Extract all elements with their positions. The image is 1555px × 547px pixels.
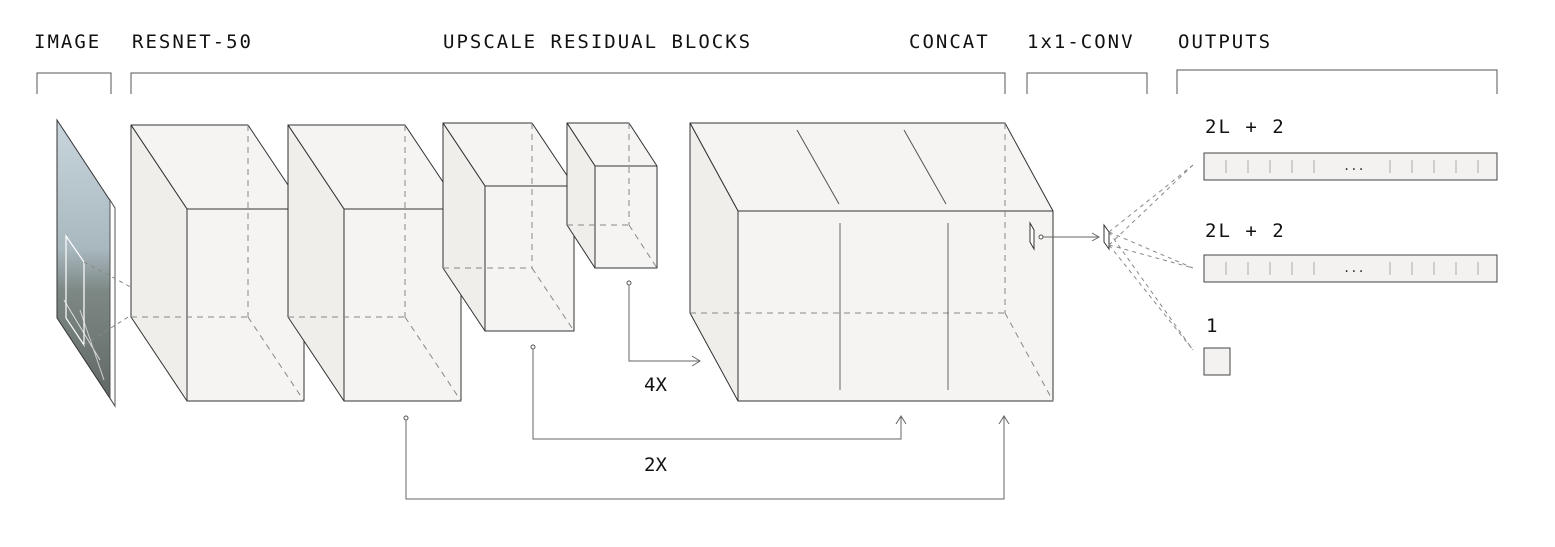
bracket-conv <box>1026 72 1148 94</box>
output-2-label: 2L + 2 <box>1205 220 1286 242</box>
conv-arrow <box>1038 232 1101 242</box>
skip-label-4x: 4X <box>644 374 667 396</box>
header-concat: CONCAT <box>909 31 990 53</box>
header-image: IMAGE <box>34 31 101 53</box>
bracket-outputs <box>1176 69 1498 94</box>
header-upscale: UPSCALE RESIDUAL BLOCKS <box>443 31 752 53</box>
skip-connection-1x <box>403 415 1010 500</box>
conv-kernel-icon <box>1103 223 1110 251</box>
bracket-backbone <box>130 72 1006 94</box>
concat-block <box>689 122 1054 402</box>
skip-label-2x: 2X <box>644 454 667 476</box>
output-2-ellipsis: ... <box>1343 261 1365 275</box>
concat-kernel-icon <box>1029 221 1035 251</box>
header-conv: 1x1-CONV <box>1027 31 1135 53</box>
header-resnet: RESNET-50 <box>132 31 253 53</box>
output-1-ellipsis: ... <box>1343 159 1365 173</box>
upscale-block-2 <box>566 122 658 269</box>
header-outputs: OUTPUTS <box>1178 31 1272 53</box>
fanout-lines <box>1108 164 1194 351</box>
resnet-block-2 <box>287 124 462 402</box>
output-1-label: 2L + 2 <box>1205 116 1286 138</box>
skip-connection-2x <box>530 344 907 440</box>
resnet-block-1 <box>130 124 305 402</box>
output-1-vector <box>1203 152 1498 181</box>
skip-connection-4x <box>626 280 701 367</box>
upscale-block-1 <box>442 122 575 332</box>
output-3-scalar <box>1203 347 1231 376</box>
output-2-vector <box>1203 254 1498 283</box>
bracket-image <box>36 72 112 94</box>
output-3-label: 1 <box>1206 315 1219 337</box>
